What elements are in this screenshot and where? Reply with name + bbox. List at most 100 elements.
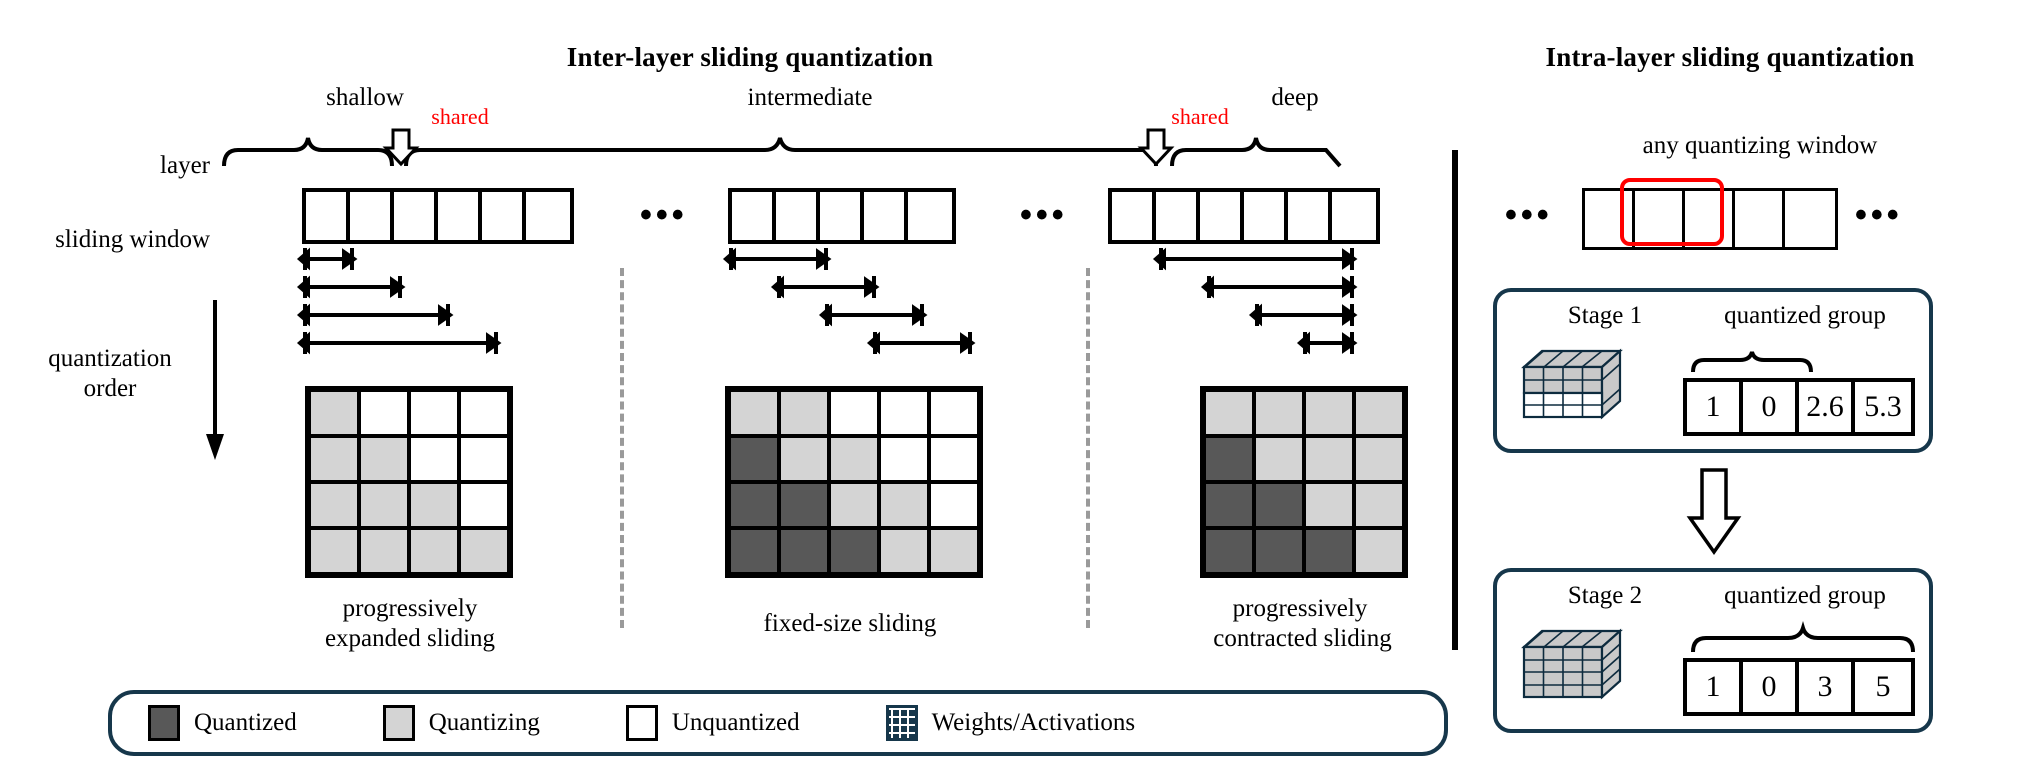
matrix-cell-quantizing[interactable] — [359, 482, 409, 528]
ellipsis-after-intermediate: ••• — [1020, 196, 1068, 234]
layer-cell[interactable] — [908, 192, 952, 240]
stage-1-brace — [1690, 351, 1820, 374]
matrix-cell-quantizing[interactable] — [879, 528, 929, 574]
legend-swatch-unquantized — [625, 705, 658, 741]
layer-cell[interactable] — [1244, 192, 1288, 240]
matrix-cell-unquantized[interactable] — [929, 482, 979, 528]
matrix-shallow — [305, 386, 513, 578]
quantized-value-cell[interactable]: 5 — [1875, 670, 1891, 703]
matrix-cell-quantizing[interactable] — [1354, 482, 1404, 528]
brace-band — [220, 122, 1420, 170]
layer-cell[interactable] — [1200, 192, 1244, 240]
layer-cell[interactable] — [350, 192, 394, 240]
matrix-cell-quantized[interactable] — [1204, 528, 1254, 574]
layer-cell[interactable] — [776, 192, 820, 240]
layer-cell[interactable] — [1288, 192, 1332, 240]
layer-cell[interactable] — [1332, 192, 1376, 240]
quantized-value-cell[interactable]: 3 — [1799, 662, 1855, 712]
legend-item-unquantized: Unquantized — [625, 705, 800, 741]
matrix-cell-quantizing[interactable] — [779, 390, 829, 436]
matrix-cell-unquantized[interactable] — [879, 390, 929, 436]
layer-cell[interactable] — [1112, 192, 1156, 240]
panel-divider — [1452, 150, 1458, 650]
matrix-cell-quantizing[interactable] — [309, 436, 359, 482]
layer-cell[interactable] — [438, 192, 482, 240]
matrix-cell-quantized[interactable] — [779, 528, 829, 574]
strip-cell-quantizing[interactable] — [1685, 191, 1735, 247]
strip-cell-unquantized[interactable] — [1735, 191, 1785, 247]
matrix-cell-quantizing[interactable] — [459, 528, 509, 574]
quantized-value-cell[interactable]: 5.3 — [1864, 390, 1902, 423]
quantized-value-cell[interactable]: 0 — [1743, 662, 1799, 712]
matrix-cell-quantizing[interactable] — [829, 482, 879, 528]
layer-cell[interactable] — [306, 192, 350, 240]
title-inter-layer: Inter-layer sliding quantization — [566, 42, 934, 72]
matrix-cell-unquantized[interactable] — [459, 436, 509, 482]
matrix-cell-quantizing[interactable] — [359, 528, 409, 574]
matrix-cell-quantizing[interactable] — [829, 436, 879, 482]
matrix-cell-quantized[interactable] — [729, 482, 779, 528]
matrix-cell-unquantized[interactable] — [829, 390, 879, 436]
matrix-cell-unquantized[interactable] — [359, 390, 409, 436]
matrix-cell-quantizing[interactable] — [1304, 390, 1354, 436]
layer-cell[interactable] — [820, 192, 864, 240]
matrix-cell-quantizing[interactable] — [309, 482, 359, 528]
matrix-cell-quantizing[interactable] — [1254, 436, 1304, 482]
matrix-cell-quantized[interactable] — [1204, 436, 1254, 482]
matrix-cell-quantizing[interactable] — [1204, 390, 1254, 436]
matrix-cell-quantizing[interactable] — [779, 436, 829, 482]
layer-cell[interactable] — [482, 192, 526, 240]
sliding-windows-shallow — [296, 244, 532, 355]
quantized-value-cell[interactable]: 1 — [1687, 382, 1743, 432]
matrix-cell-quantized[interactable] — [729, 436, 779, 482]
quantized-value-cell[interactable]: 0 — [1743, 382, 1799, 432]
layer-cell[interactable] — [864, 192, 908, 240]
matrix-cell-quantizing[interactable] — [409, 528, 459, 574]
matrix-cell-quantizing[interactable] — [1354, 436, 1404, 482]
matrix-cell-quantizing[interactable] — [879, 482, 929, 528]
layer-cell[interactable] — [394, 192, 438, 240]
matrix-cell-quantized[interactable] — [779, 482, 829, 528]
matrix-cell-quantizing[interactable] — [409, 482, 459, 528]
ellipsis-after-shallow: ••• — [640, 196, 688, 234]
matrix-cell-quantizing[interactable] — [729, 390, 779, 436]
stage-2-brace — [1690, 621, 1920, 654]
caption-intermediate-l1: fixed-size sliding — [763, 610, 937, 637]
matrix-cell-quantizing[interactable] — [309, 390, 359, 436]
matrix-cell-quantized[interactable] — [829, 528, 879, 574]
matrix-cell-unquantized[interactable] — [929, 390, 979, 436]
legend-item-quantizing: Quantizing — [382, 705, 540, 741]
matrix-cell-unquantized[interactable] — [409, 436, 459, 482]
matrix-cell-quantizing[interactable] — [1354, 390, 1404, 436]
matrix-cell-unquantized[interactable] — [879, 436, 929, 482]
strip-cell-quantizing[interactable] — [1635, 191, 1685, 247]
layer-cells-shallow — [302, 188, 574, 244]
row-label-quantization-order-l1: quantization — [48, 345, 172, 372]
brace-label-shared-left: shared — [431, 104, 489, 129]
matrix-cell-quantizing[interactable] — [929, 528, 979, 574]
layer-cell[interactable] — [732, 192, 776, 240]
quantized-value-cell[interactable]: 2.6 — [1799, 382, 1855, 432]
matrix-cell-unquantized[interactable] — [459, 390, 509, 436]
matrix-cell-quantized[interactable] — [1204, 482, 1254, 528]
matrix-cell-quantized[interactable] — [1254, 528, 1304, 574]
matrix-cell-quantized[interactable] — [1304, 528, 1354, 574]
matrix-cell-quantized[interactable] — [1254, 482, 1304, 528]
matrix-cell-quantizing[interactable] — [309, 528, 359, 574]
layer-cell[interactable] — [1156, 192, 1200, 240]
matrix-cell-quantizing[interactable] — [1354, 528, 1404, 574]
strip-cell-unquantized[interactable] — [1785, 191, 1835, 247]
quantized-value-cell[interactable]: 1 — [1687, 662, 1743, 712]
matrix-cell-quantizing[interactable] — [1304, 436, 1354, 482]
matrix-cell-unquantized[interactable] — [459, 482, 509, 528]
matrix-cell-quantizing[interactable] — [359, 436, 409, 482]
matrix-cell-quantized[interactable] — [729, 528, 779, 574]
matrix-cell-unquantized[interactable] — [929, 436, 979, 482]
layer-cell[interactable] — [526, 192, 570, 240]
matrix-cell-quantizing[interactable] — [1304, 482, 1354, 528]
matrix-cell-unquantized[interactable] — [409, 390, 459, 436]
matrix-cell-quantizing[interactable] — [1254, 390, 1304, 436]
legend-swatch-quantizing — [382, 705, 415, 741]
stage-2-label: Stage 2 — [1567, 582, 1643, 609]
